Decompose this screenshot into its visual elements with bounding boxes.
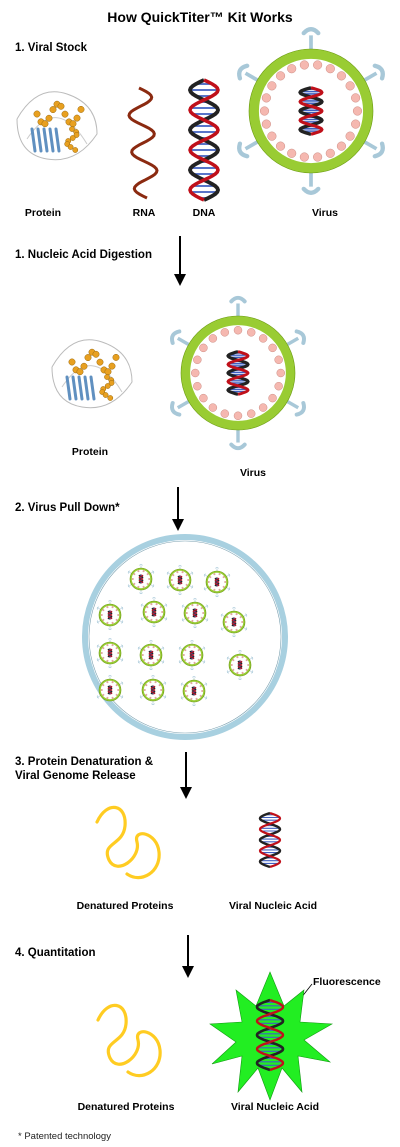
fluorescent-nucleic-acid-helix: [255, 998, 285, 1072]
captured-virus-4-genome: [107, 610, 113, 620]
fluorescence-burst: [209, 971, 334, 1101]
captured-virus-8-genome: [107, 648, 113, 658]
label-virus: Virus: [311, 207, 339, 219]
denatured-protein-2: [96, 1003, 162, 1078]
label-virus-2: Virus: [239, 467, 267, 479]
captured-virus-6-genome: [192, 608, 198, 618]
captured-virus-7: [220, 607, 248, 637]
label-dna: DNA: [192, 207, 216, 219]
captured-virus-5-genome: [151, 607, 157, 617]
label-viral-nucleic-acid: Viral Nucleic Acid: [228, 900, 318, 912]
step-quantitation: 4. Quantitation: [15, 947, 96, 959]
rna-strand: [127, 86, 159, 200]
captured-virus-14: [180, 676, 208, 706]
label-denatured-proteins-2: Denatured Proteins: [77, 1101, 175, 1113]
captured-virus-12-genome: [107, 685, 113, 695]
viral-nucleic-acid-helix: [258, 811, 282, 869]
step-viral-stock: 1. Viral Stock: [15, 42, 88, 54]
dna-helix: [187, 78, 221, 202]
captured-virus-14-genome: [191, 686, 197, 696]
captured-virus-13-genome: [150, 685, 156, 695]
label-protein: Protein: [24, 207, 62, 219]
captured-virus-11-genome: [237, 660, 243, 670]
captured-virus-10-genome: [189, 650, 195, 660]
label-protein-2: Protein: [71, 446, 109, 458]
captured-virus-7-genome: [231, 617, 237, 627]
label-fluorescence: Fluorescence: [313, 976, 381, 988]
footnote: * Patented technology: [18, 1131, 111, 1142]
captured-virus-2-genome: [177, 575, 183, 585]
label-rna: RNA: [132, 207, 156, 219]
protein-structure: [16, 91, 98, 161]
protein-structure-2: [51, 339, 133, 409]
label-denatured-proteins: Denatured Proteins: [76, 900, 174, 912]
captured-virus-3-genome: [214, 577, 220, 587]
denatured-protein: [95, 805, 161, 880]
plate-ring: [82, 534, 288, 740]
step-virus-pull-down: 2. Virus Pull Down*: [15, 502, 120, 514]
virus-particle-2-genome: [226, 350, 250, 396]
label-viral-nucleic-acid-2: Viral Nucleic Acid: [230, 1101, 320, 1113]
step-viral-genome-release: Viral Genome Release: [15, 770, 136, 782]
captured-virus-9-genome: [148, 650, 154, 660]
step-protein-denaturation: 3. Protein Denaturation &: [15, 756, 154, 768]
diagram-title: How QuickTiter™ Kit Works: [107, 9, 293, 25]
step-nucleic-acid-digestion: 1. Nucleic Acid Digestion: [15, 249, 152, 261]
virus-particle-genome: [298, 86, 324, 136]
plate-inner: [88, 540, 282, 734]
captured-virus-1-genome: [138, 574, 144, 584]
